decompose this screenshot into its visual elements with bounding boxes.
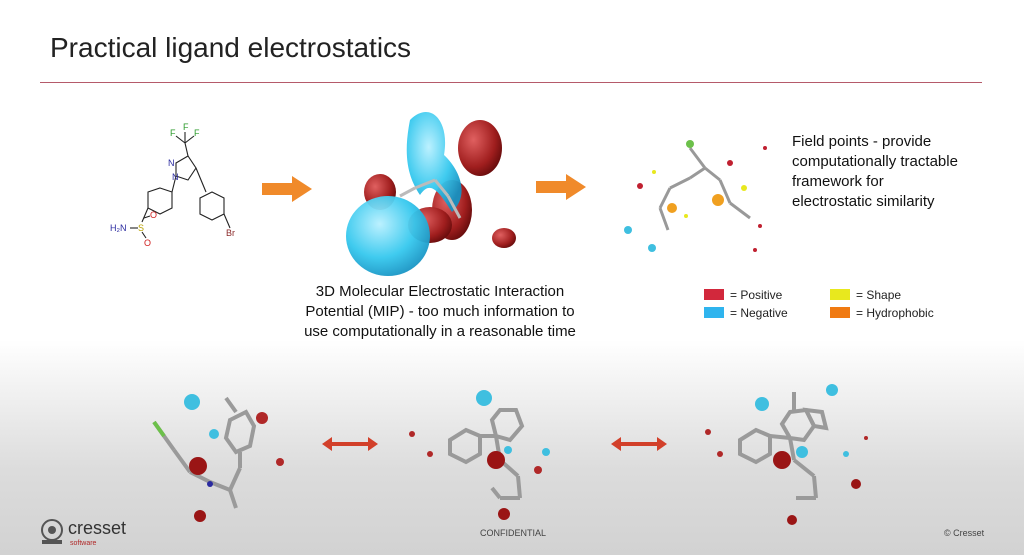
legend-positive: = Positive [704,288,782,302]
molecule-field-points-image [152,394,284,522]
field-points-line: electrostatic similarity [792,193,935,210]
br-label: Br [226,228,235,238]
negative-swatch [704,307,724,318]
arrow-right-icon [536,174,586,200]
legend-label: = Hydrophobic [856,306,934,320]
mip-caption-line: 3D Molecular Electrostatic Interaction [315,283,565,300]
field-points-image [624,140,767,252]
positive-swatch [704,289,724,300]
legend-negative: = Negative [704,306,788,320]
f-label-right: F [194,128,200,138]
legend-shape: = Shape [830,288,901,302]
slide-title: Practical ligand electrostatics [50,32,412,63]
f-label-top: F [183,122,189,132]
double-arrow-icon [611,437,667,451]
mip-caption-line: Potential (MIP) - too much information t… [305,303,575,320]
s-label: S [138,223,144,233]
brand-sub: software [70,540,97,547]
o-label-top: O [150,210,157,220]
n-label-upper: N [168,158,175,168]
f-label-left: F [170,128,176,138]
legend-label: = Shape [856,288,902,302]
legend-hydrophobic: = Hydrophobic [830,306,934,320]
mip-caption: 3D Molecular Electrostatic Interaction P… [270,282,610,342]
molecule-field-points-image [705,384,868,525]
shape-swatch [830,289,850,300]
legend-label: = Positive [730,288,783,302]
copyright-label: © Cresset [944,528,985,538]
title-divider [40,82,982,83]
n-label-lower: N [172,172,179,182]
molecule-field-points-image [409,390,550,520]
o-label-bottom: O [144,238,151,248]
field-points-description: Field points - provide computationally t… [792,132,1002,212]
field-points-line: computationally tractable [792,153,958,170]
field-points-line: framework for [792,173,884,190]
field-points-line: Field points - provide [792,133,932,150]
confidential-label: CONFIDENTIAL [480,528,547,538]
cresset-logo: cresset software [40,514,150,553]
mip-caption-line: use computationally in a reasonable time [304,323,576,340]
double-arrow-icon [322,437,378,451]
hydrophobic-swatch [830,307,850,318]
mip-surface-image [346,112,516,276]
h2n-label: H₂N [110,223,127,233]
chemical-structure-2d: F F F N N H₂N S O O Br [110,122,235,248]
brand-name: cresset [68,518,126,538]
arrow-right-icon [262,176,312,202]
legend-label: = Negative [730,306,788,320]
